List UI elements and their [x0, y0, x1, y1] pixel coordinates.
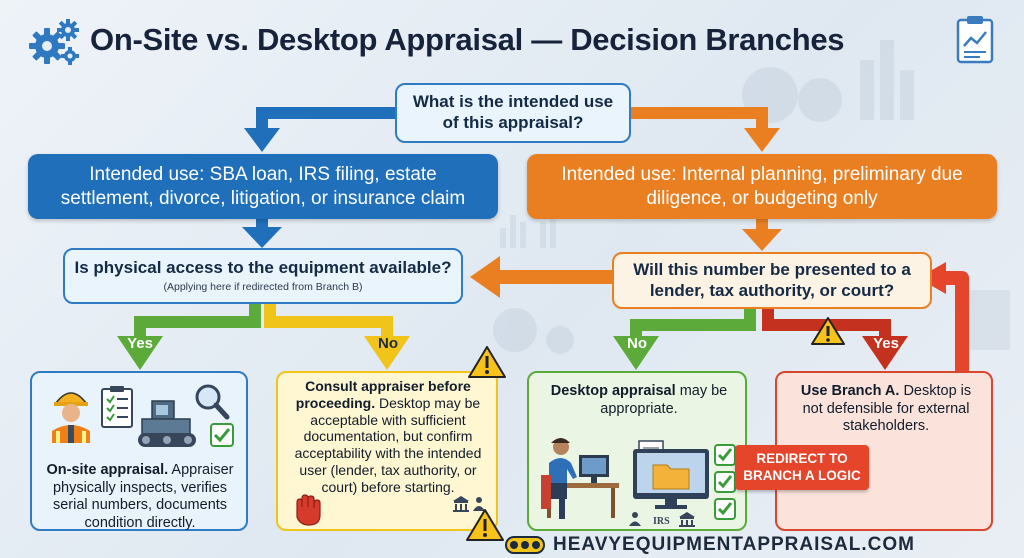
worker-icon — [52, 392, 90, 443]
checklist-icon — [101, 386, 133, 428]
irs-icon: IRS — [653, 516, 670, 527]
branch-b-box: Intended use: Internal planning, prelimi… — [527, 154, 997, 219]
monitor-icon — [633, 440, 709, 509]
branch-a-text: Use Branch A. Desktop is not defensible … — [789, 383, 983, 436]
page-title: On-Site vs. Desktop Appraisal — Decision… — [90, 22, 845, 57]
consult-heading: Consult appraiser before proceeding. — [295, 378, 471, 411]
consult-text: Consult appraiser before proceeding. Des… — [284, 378, 492, 496]
warning-icon — [811, 317, 845, 345]
desk-worker-icon — [541, 438, 619, 519]
yes-label-present: Yes — [873, 335, 899, 352]
warning-icon — [468, 346, 506, 378]
consult-appraiser-box: Consult appraiser before proceeding. Des… — [276, 371, 498, 531]
stop-hand-icon — [296, 494, 321, 526]
branch-a-body: Desktop is not defensible for external s… — [802, 383, 972, 435]
desktop-text: Desktop appraisal may be appropriate. — [541, 383, 737, 418]
report-icon — [956, 16, 994, 64]
yes-label-access: Yes — [127, 335, 153, 352]
physical-access-question: Is physical access to the equipment avai… — [63, 248, 463, 304]
magnifier-icon — [195, 384, 230, 420]
onsite-appraisal-box: On-site appraisal. Appraiser physically … — [30, 371, 248, 531]
branch-a-box: Intended use: SBA loan, IRS filing, esta… — [28, 154, 498, 219]
onsite-body: Appraiser physically inspects, verifies … — [52, 462, 234, 532]
footer-text: HEAVYEQUIPMENTAPPRAISAL.COM — [553, 534, 915, 555]
no-label-present: No — [627, 335, 647, 352]
desktop-heading: Desktop appraisal — [550, 383, 676, 399]
no-label-access: No — [378, 335, 398, 352]
warning-icon — [466, 509, 504, 541]
physical-access-question-text: Is physical access to the equipment avai… — [74, 257, 452, 277]
intended-use-question: What is the intended use of this apprais… — [395, 83, 631, 143]
physical-access-question-note: (Applying here if redirected from Branch… — [163, 281, 363, 294]
logo-icon — [505, 536, 545, 554]
institution-icon — [453, 496, 485, 512]
consult-body: Desktop may be acceptable with sufficien… — [294, 394, 482, 495]
onsite-heading: On-site appraisal. — [46, 462, 169, 478]
checkmark-icon — [210, 423, 234, 447]
presentation-question: Will this number be presented to a lende… — [612, 252, 932, 309]
footer-brand: HEAVYEQUIPMENTAPPRAISAL.COM — [505, 534, 1015, 556]
redirect-label: REDIRECT TO BRANCH A LOGIC — [735, 445, 869, 490]
branch-a-heading: Use Branch A. — [800, 383, 900, 399]
machine-icon — [138, 400, 196, 447]
onsite-text: On-site appraisal. Appraiser physically … — [38, 462, 242, 533]
desktop-appraisal-box: Desktop appraisal may be appropriate. IR… — [527, 371, 747, 531]
stakeholder-icons: IRS — [629, 512, 695, 527]
desktop-body: may be appropriate. — [600, 383, 728, 417]
gears-icon — [29, 19, 79, 65]
